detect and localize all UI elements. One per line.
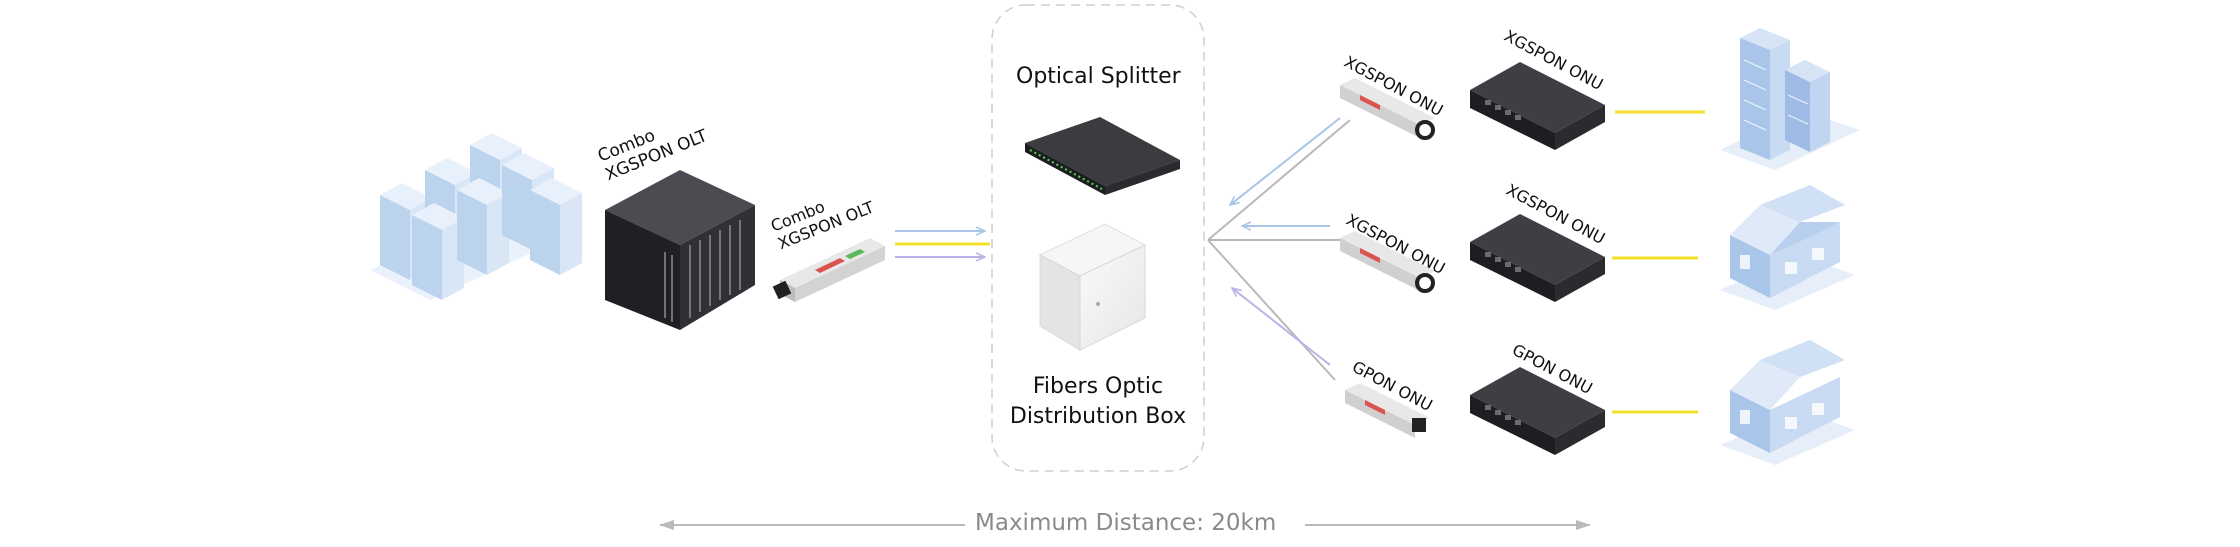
distribution-box-label: Fibers Optic Distribution Box <box>1003 372 1193 432</box>
onu-device-icon <box>1470 367 1605 455</box>
upstream-arrow <box>1232 288 1331 366</box>
odn-area-border <box>991 4 1205 472</box>
office-tower-icon <box>1720 28 1860 170</box>
house-icon <box>1720 185 1855 310</box>
onu-sfp-module-icon <box>1345 383 1430 438</box>
onu-sfp-module-icon <box>1340 231 1435 293</box>
server-rack-icon <box>412 203 464 300</box>
splitter-label: Optical Splitter <box>1016 64 1181 89</box>
onu-device-icon <box>1470 214 1605 302</box>
onu-sfp-module-icon <box>1340 78 1435 140</box>
onu-device-icon <box>1470 62 1605 150</box>
distribution-box-label-line2: Distribution Box <box>1009 404 1187 429</box>
upstream-arrow <box>1230 117 1341 205</box>
split-fibers <box>1207 117 1351 381</box>
server-rack-icon <box>530 178 582 275</box>
optical-splitter-icon <box>1025 117 1180 195</box>
house-icon <box>1720 340 1855 465</box>
distance-label: Maximum Distance: 20km <box>975 510 1277 536</box>
olt-chassis-icon <box>605 170 755 330</box>
server-rack-icon <box>457 178 509 275</box>
distribution-box-icon <box>1038 223 1147 351</box>
distribution-box-label-line1: Fibers Optic <box>1032 374 1164 399</box>
drop-fibers <box>1612 110 1705 414</box>
olt-uplink-arrows <box>895 231 990 257</box>
server-cluster-icon <box>370 133 582 300</box>
olt-sfp-module-icon <box>772 238 885 302</box>
